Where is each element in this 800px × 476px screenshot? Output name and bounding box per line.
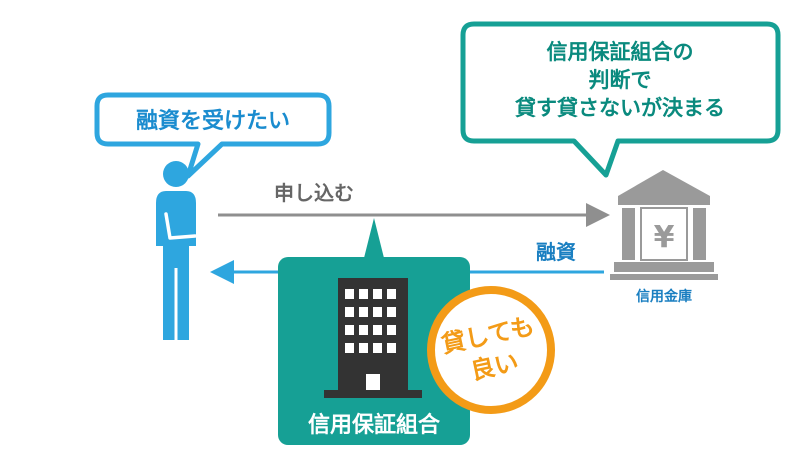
guarantee-speech-line-3: 貸す貸さないが決まる [514, 96, 725, 120]
guarantee-name: 信用保証組合 [308, 412, 441, 438]
yen-symbol: ¥ [654, 220, 675, 255]
guarantee-panel: 信用保証組合 [278, 218, 470, 445]
person-speech-bubble: 融資を受けたい [94, 92, 332, 179]
approval-badge: 貸しても 良い [427, 286, 555, 414]
loan-label: 融資 [536, 240, 576, 264]
bank-name: 信用金庫 [636, 288, 692, 305]
guarantee-speech-line-1: 信用保証組合の [547, 40, 694, 64]
apply-label: 申し込む [274, 181, 354, 205]
office-building-icon [324, 278, 422, 398]
apply-arrow: 申し込む [218, 181, 610, 227]
guarantee-speech-line-2: 判断で [589, 68, 652, 92]
guarantee-speech-bubble: 信用保証組合の 判断で 貸す貸さないが決まる [460, 21, 781, 178]
person-speech-text: 融資を受けたい [136, 108, 290, 134]
bank-icon: ¥ 信用金庫 [610, 170, 718, 305]
person-icon [156, 161, 197, 340]
